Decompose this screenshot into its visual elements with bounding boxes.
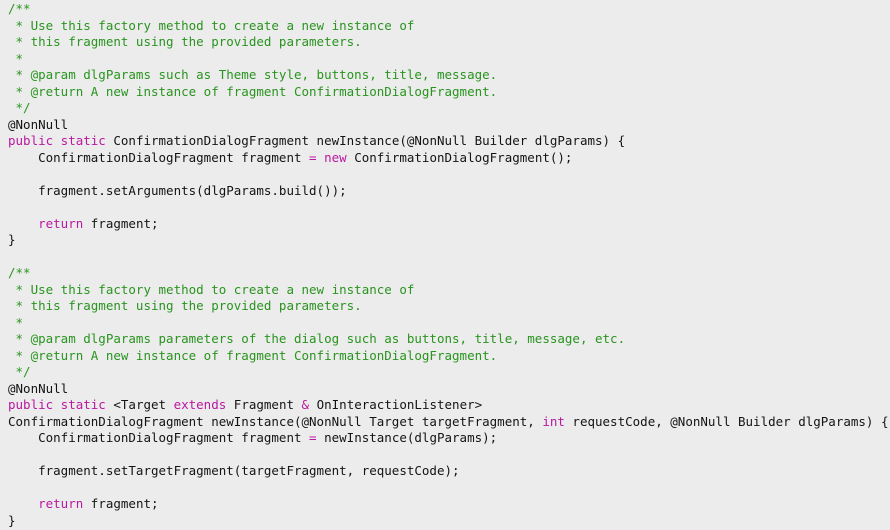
code-line: * this fragment using the provided param… bbox=[8, 298, 890, 315]
plain-token: requestCode, @NonNull Builder dlgParams)… bbox=[564, 413, 889, 429]
plain-token bbox=[8, 216, 38, 231]
keyword-token: public static bbox=[8, 133, 106, 149]
keyword-token: return bbox=[38, 496, 84, 512]
plain-token bbox=[8, 496, 38, 511]
code-line: * @param dlgParams parameters of the dia… bbox=[8, 331, 890, 348]
code-line: * bbox=[8, 51, 890, 68]
keyword-token: new bbox=[324, 149, 347, 165]
comment-token: * Use this factory method to create a ne… bbox=[8, 17, 415, 33]
code-line: * Use this factory method to create a ne… bbox=[8, 18, 890, 35]
keyword-token: = bbox=[309, 430, 317, 446]
code-line: @NonNull bbox=[8, 117, 890, 134]
code-line: */ bbox=[8, 364, 890, 381]
comment-token: */ bbox=[8, 100, 31, 116]
plain-token: newInstance(dlgParams); bbox=[316, 430, 498, 446]
keyword-token: = bbox=[309, 149, 317, 165]
code-line bbox=[8, 447, 890, 464]
code-line bbox=[8, 166, 890, 183]
comment-token: * Use this factory method to create a ne… bbox=[8, 281, 415, 297]
comment-token: /** bbox=[8, 265, 31, 281]
keyword-token: int bbox=[542, 413, 565, 429]
plain-token: fragment.setArguments(dlgParams.build())… bbox=[8, 182, 347, 198]
plain-token: fragment.setTargetFragment(targetFragmen… bbox=[8, 463, 460, 479]
code-line: * @return A new instance of fragment Con… bbox=[8, 84, 890, 101]
plain-token: @NonNull bbox=[8, 116, 69, 132]
comment-token: /** bbox=[8, 1, 31, 16]
code-line: /** bbox=[8, 1, 890, 18]
code-line: * @param dlgParams such as Theme style, … bbox=[8, 67, 890, 84]
code-line: fragment.setArguments(dlgParams.build())… bbox=[8, 183, 890, 200]
code-line: return fragment; bbox=[8, 496, 890, 513]
comment-token: * @param dlgParams such as Theme style, … bbox=[8, 67, 498, 83]
keyword-token: & bbox=[301, 397, 310, 413]
comment-token: * this fragment using the provided param… bbox=[8, 298, 362, 314]
code-line: * bbox=[8, 315, 890, 332]
code-line bbox=[8, 480, 890, 497]
plain-token: fragment; bbox=[83, 496, 159, 512]
comment-token: */ bbox=[8, 364, 31, 380]
plain-token: ConfirmationDialogFragment fragment bbox=[8, 149, 310, 165]
keyword-token: extends bbox=[173, 397, 227, 413]
plain-token: Fragment bbox=[226, 397, 302, 413]
plain-token: ConfirmationDialogFragment fragment bbox=[8, 430, 310, 446]
code-line: ConfirmationDialogFragment fragment = ne… bbox=[8, 430, 890, 447]
plain-token: @NonNull bbox=[8, 380, 69, 396]
code-line: } bbox=[8, 513, 890, 530]
code-line: public static ConfirmationDialogFragment… bbox=[8, 133, 890, 150]
code-line: return fragment; bbox=[8, 216, 890, 233]
plain-token: OnInteractionListener> bbox=[309, 397, 483, 413]
code-line: fragment.setTargetFragment(targetFragmen… bbox=[8, 463, 890, 480]
plain-token: <Target bbox=[105, 397, 174, 413]
keyword-token: return bbox=[38, 215, 84, 231]
code-line: @NonNull bbox=[8, 381, 890, 398]
plain-token: ConfirmationDialogFragment(); bbox=[346, 149, 573, 165]
comment-token: * @param dlgParams parameters of the dia… bbox=[8, 331, 626, 347]
plain-token: ConfirmationDialogFragment newInstance(@… bbox=[8, 413, 543, 429]
plain-token: ConfirmationDialogFragment newInstance(@… bbox=[105, 133, 626, 149]
code-line: * this fragment using the provided param… bbox=[8, 34, 890, 51]
code-line: /** bbox=[8, 265, 890, 282]
code-line bbox=[8, 249, 890, 266]
keyword-token: public static bbox=[8, 397, 106, 413]
comment-token: * bbox=[8, 314, 24, 330]
code-line: ConfirmationDialogFragment fragment = ne… bbox=[8, 150, 890, 167]
code-line: public static <Target extends Fragment &… bbox=[8, 397, 890, 414]
code-line: } bbox=[8, 232, 890, 249]
code-line: ConfirmationDialogFragment newInstance(@… bbox=[8, 414, 890, 431]
plain-token: } bbox=[8, 232, 16, 248]
comment-token: * this fragment using the provided param… bbox=[8, 34, 362, 50]
code-line: */ bbox=[8, 100, 890, 117]
comment-token: * @return A new instance of fragment Con… bbox=[8, 347, 498, 363]
code-line: * Use this factory method to create a ne… bbox=[8, 282, 890, 299]
plain-token: } bbox=[8, 512, 16, 528]
comment-token: * bbox=[8, 50, 24, 66]
plain-token bbox=[317, 150, 325, 165]
comment-token: * @return A new instance of fragment Con… bbox=[8, 83, 498, 99]
plain-token: fragment; bbox=[83, 215, 159, 231]
code-line: * @return A new instance of fragment Con… bbox=[8, 348, 890, 365]
code-line bbox=[8, 199, 890, 216]
